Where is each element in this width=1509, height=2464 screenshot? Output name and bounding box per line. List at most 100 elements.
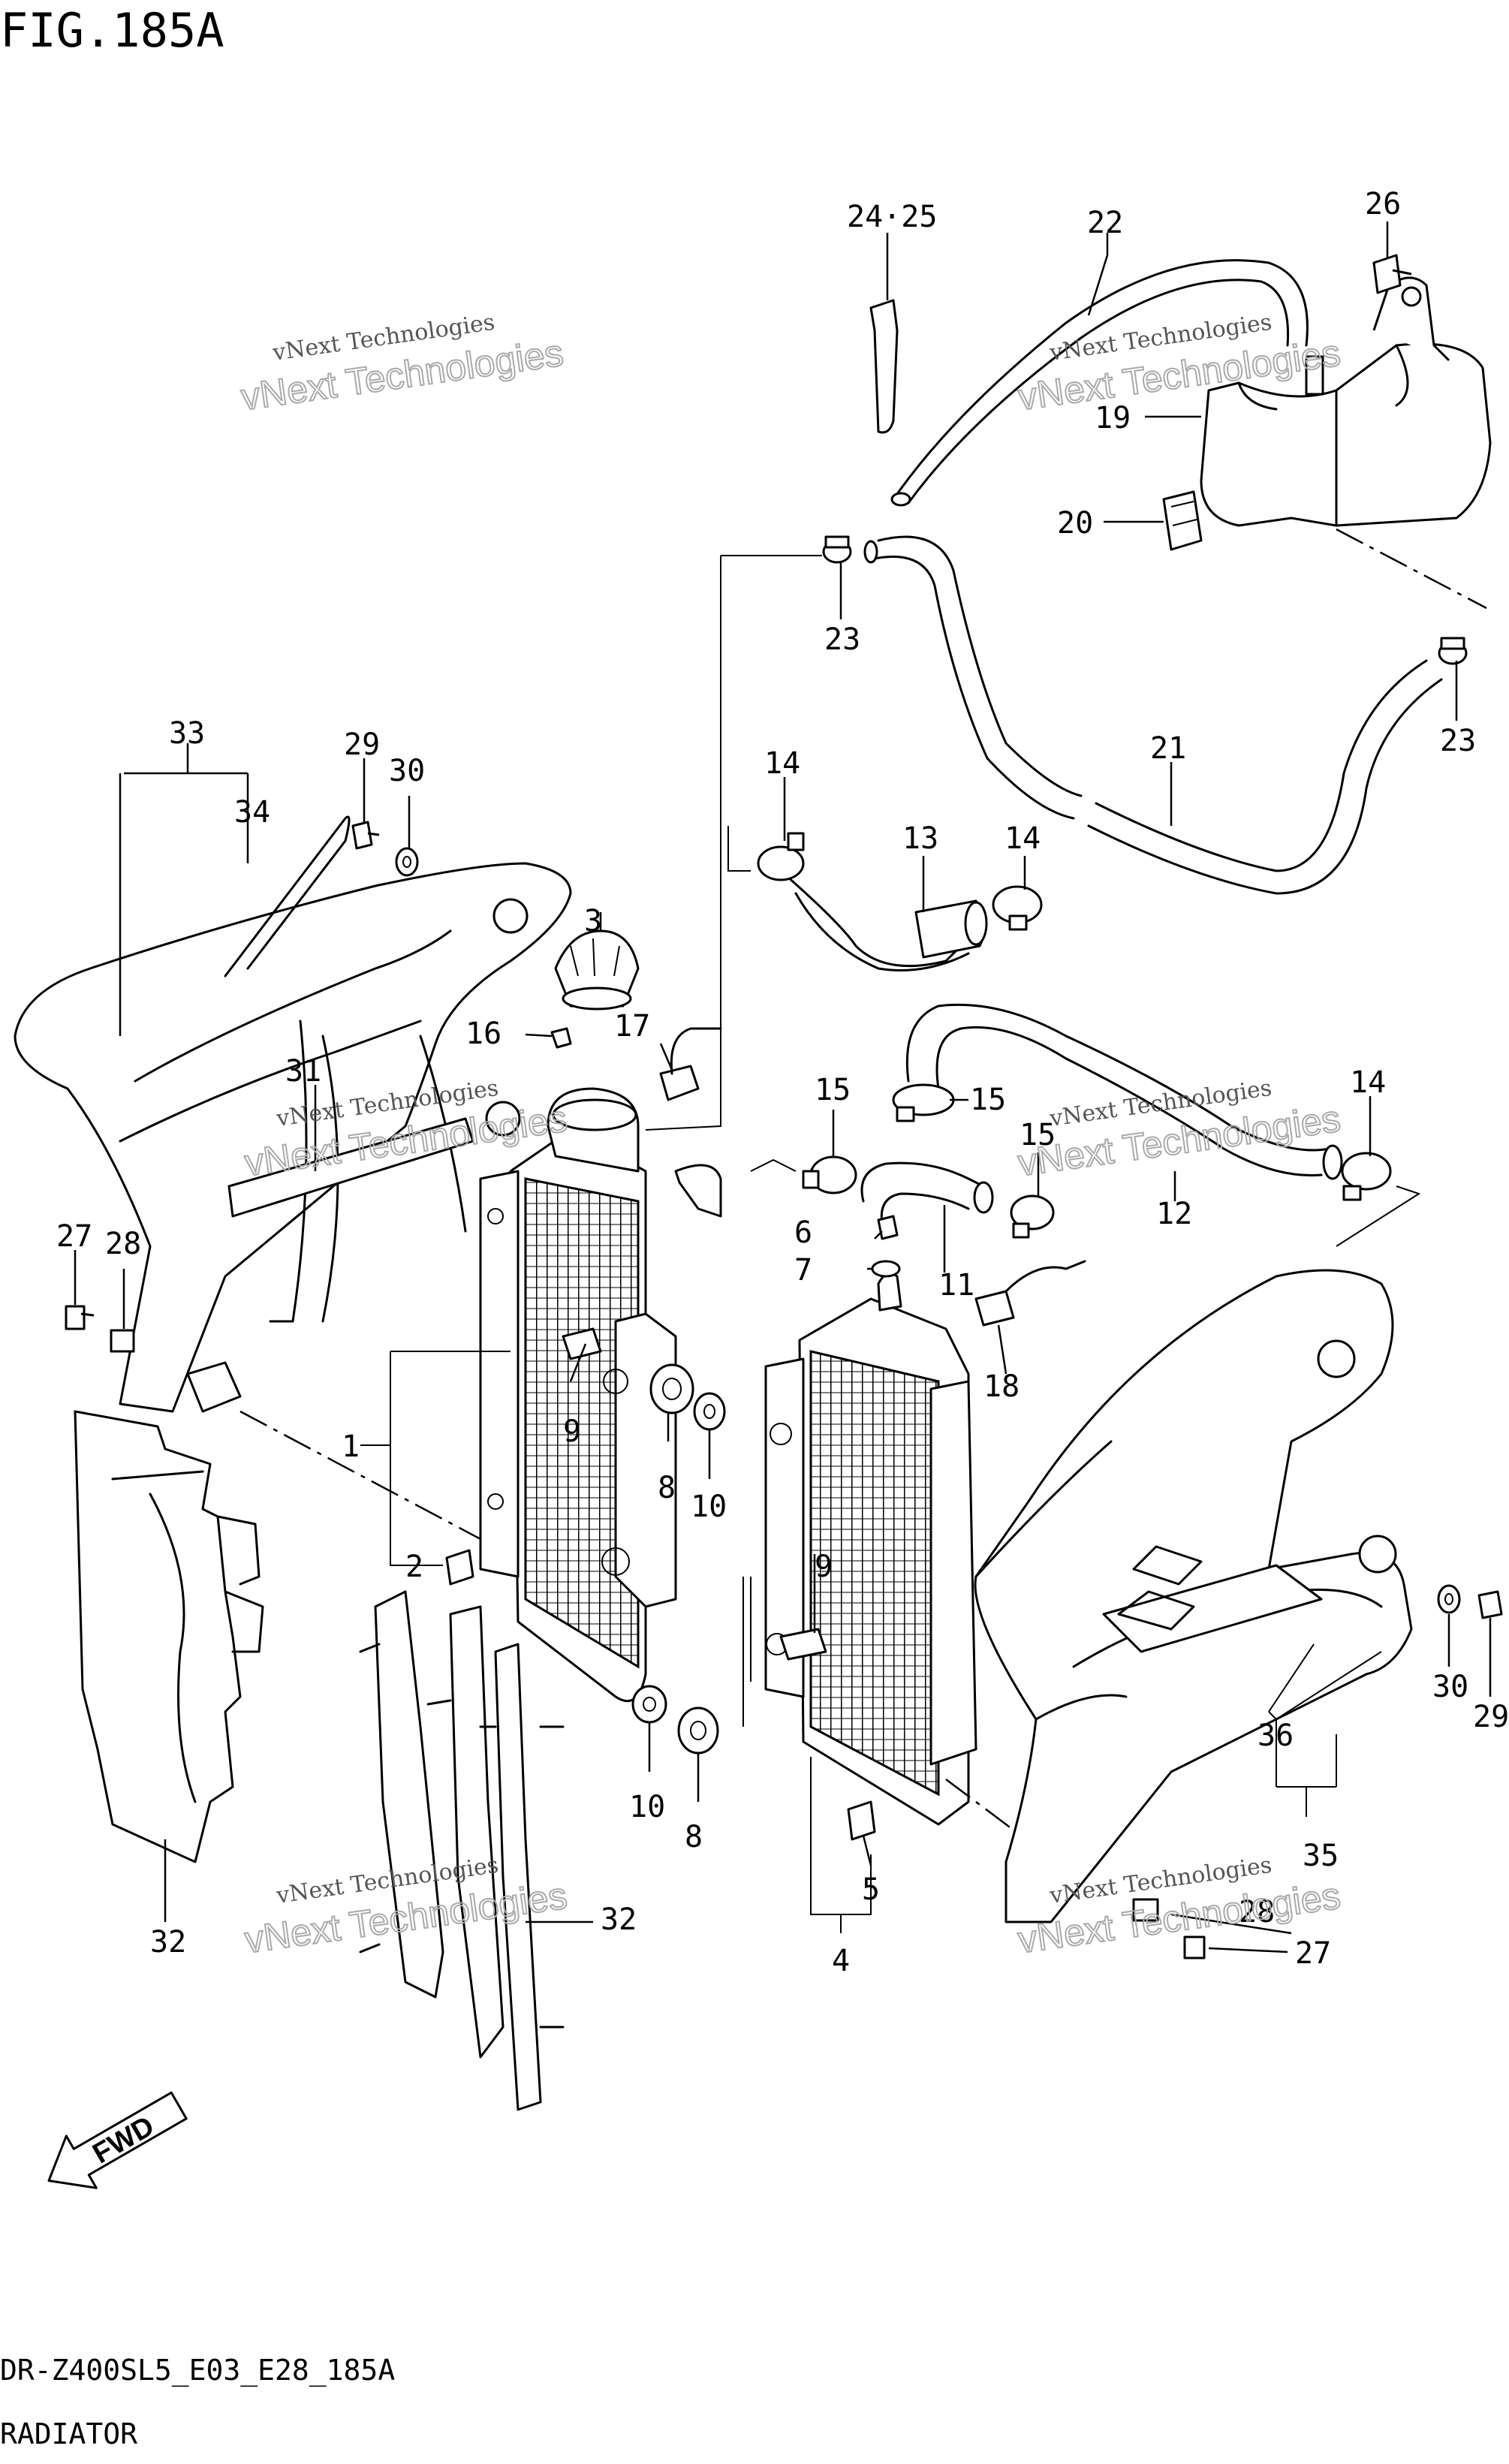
callout-24-25: 24·25 [847, 200, 937, 234]
callout-15: 15 [815, 1073, 851, 1107]
callout-14: 14 [1350, 1065, 1386, 1100]
hose-clamp-15 [802, 1155, 857, 1194]
sensor-18 [974, 1260, 1086, 1327]
callout-6: 6 [794, 1215, 812, 1250]
collar-10 [631, 1685, 667, 1724]
bleed-bolt-6 [877, 1215, 899, 1240]
figure-title: FIG.185A [0, 3, 224, 58]
callout-26: 26 [1365, 187, 1401, 221]
callout-5: 5 [862, 1872, 880, 1907]
front-direction-arrow: FWD [47, 2091, 188, 2189]
callout-17: 17 [614, 1009, 650, 1044]
callout-27: 27 [1295, 1936, 1331, 1971]
callout-18: 18 [983, 1369, 1020, 1404]
reservoir-tank [1200, 276, 1492, 527]
right-radiator-shroud [974, 1269, 1413, 1923]
left-radiator-shroud [14, 815, 572, 1413]
callout-28: 28 [105, 1227, 141, 1261]
right-radiator [764, 1273, 977, 1826]
callout-34: 34 [234, 795, 270, 830]
bolt-27 [1183, 1935, 1206, 1959]
rubber-mount-8 [677, 1706, 719, 1755]
overflow-hose [892, 259, 1309, 501]
callout-7: 7 [794, 1253, 812, 1288]
callout-30: 30 [1432, 1670, 1468, 1704]
callout-31: 31 [285, 1054, 321, 1089]
rubber-mount-8 [649, 1363, 694, 1414]
radiator-guard-right [359, 1590, 565, 2111]
hose-clip [869, 299, 899, 434]
callout-28: 28 [1239, 1895, 1275, 1929]
callout-16: 16 [465, 1017, 501, 1051]
tank-cap-grommet [1162, 490, 1203, 551]
diagram-name: RADIATOR [0, 2417, 137, 2450]
callout-21: 21 [1150, 731, 1186, 766]
shroud-washer-30 [1437, 1584, 1461, 1614]
radiator-hose-12 [905, 1003, 1343, 1180]
callout-32: 32 [150, 1925, 186, 1959]
callout-20: 20 [1057, 506, 1093, 541]
callout-4: 4 [832, 1944, 850, 1978]
callout-3: 3 [584, 904, 602, 938]
radiator-hose-11 [860, 1161, 994, 1225]
hose-clamp-23 [822, 535, 852, 564]
hose-clamp-14 [992, 885, 1043, 931]
callout-labels: 24·25 22 26 19 20 23 23 21 14 13 14 15 1… [56, 187, 1509, 1978]
callout-10: 10 [629, 1790, 665, 1824]
callout-9: 9 [563, 1414, 581, 1449]
clip-2 [445, 1549, 474, 1586]
bolt-27 [65, 1305, 95, 1330]
callout-14: 14 [1004, 821, 1041, 856]
callout-29: 29 [1473, 1700, 1509, 1734]
tank-bolt [1372, 254, 1412, 294]
callout-15: 15 [1020, 1118, 1056, 1152]
callout-33: 33 [169, 716, 205, 751]
collar-28 [1132, 1898, 1159, 1922]
thermo-switch-17 [659, 1027, 722, 1101]
callout-8: 8 [658, 1471, 676, 1505]
callout-11: 11 [938, 1268, 974, 1303]
mount-rubber [186, 1361, 242, 1413]
callout-10: 10 [691, 1490, 727, 1524]
callout-32: 32 [601, 1902, 637, 1937]
callout-36: 36 [1258, 1718, 1294, 1753]
callout-35: 35 [1303, 1839, 1339, 1873]
callout-1: 1 [342, 1429, 360, 1464]
diagram-code: DR-Z400SL5_E03_E28_185A [0, 2354, 395, 2387]
radiator-hose-upper-long [863, 535, 1443, 895]
washer-7 [871, 1260, 901, 1278]
callout-15: 15 [970, 1083, 1006, 1117]
screw-16 [550, 1027, 572, 1049]
shroud-stay [227, 1117, 474, 1218]
left-radiator [479, 1087, 722, 1703]
callout-13: 13 [902, 821, 938, 856]
shroud-bolt-29 [1477, 1590, 1503, 1619]
radiator-guard-left [74, 1410, 264, 1863]
callout-30: 30 [389, 754, 425, 788]
callout-23: 23 [824, 622, 860, 657]
callout-23: 23 [1440, 724, 1476, 758]
hose-clamp-14 [757, 832, 805, 881]
callout-27: 27 [56, 1219, 92, 1254]
radiator-hose-13 [779, 869, 988, 971]
callout-22: 22 [1087, 206, 1123, 240]
callout-2: 2 [405, 1550, 423, 1584]
clip-5 [847, 1800, 876, 1841]
collar-10 [693, 1392, 726, 1431]
callout-9: 9 [815, 1550, 833, 1584]
hose-clamp-15 [1010, 1194, 1055, 1239]
callout-14: 14 [764, 746, 800, 781]
callout-12: 12 [1156, 1197, 1192, 1231]
callout-19: 19 [1095, 401, 1131, 435]
hose-clamp-23 [1438, 637, 1468, 665]
hose-clamp-15 [892, 1083, 955, 1122]
shroud-washer-30 [395, 847, 419, 877]
hose-clamp-14 [1341, 1152, 1392, 1201]
callout-29: 29 [344, 727, 380, 762]
collar-28 [110, 1329, 135, 1353]
shroud-bolt-29 [351, 821, 380, 850]
bolt-9 [779, 1628, 827, 1661]
radiator-cap [554, 929, 640, 1011]
